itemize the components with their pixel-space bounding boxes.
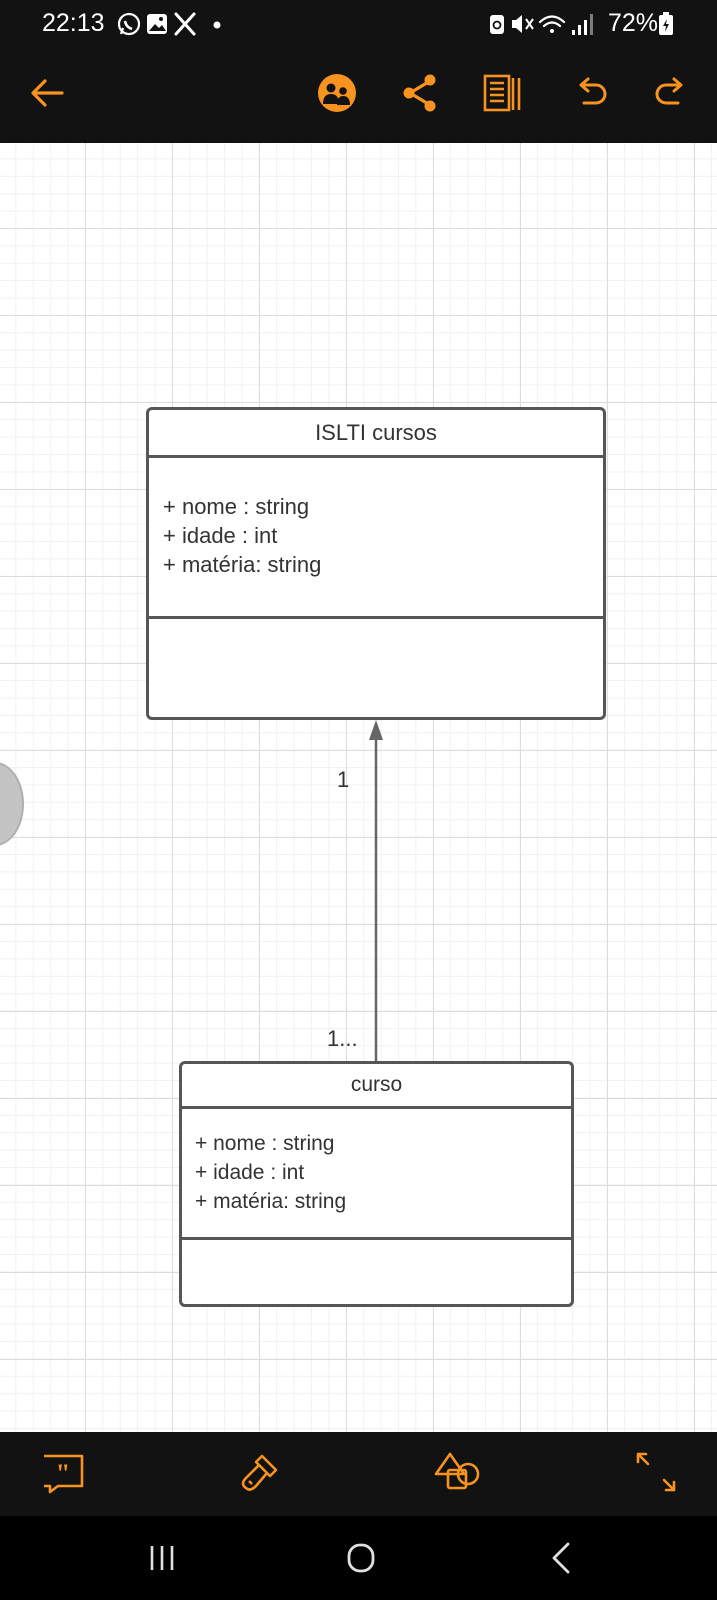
class-attributes: + nome : string + idade : int + matéria:…	[195, 1129, 346, 1216]
page-settings-icon[interactable]	[480, 68, 530, 118]
recent-apps-icon[interactable]	[140, 1536, 184, 1580]
shapes-icon[interactable]	[434, 1448, 482, 1496]
status-time: 22:13	[42, 9, 105, 37]
attribute-item: + matéria: string	[163, 552, 322, 577]
svg-text:": "	[56, 1459, 70, 1488]
x-icon	[174, 12, 196, 36]
battery-icon	[659, 12, 673, 35]
undo-icon[interactable]	[566, 68, 616, 118]
system-nav-bar	[0, 1516, 717, 1600]
back-arrow-icon[interactable]	[22, 68, 72, 118]
expand-icon[interactable]	[632, 1448, 680, 1496]
attribute-item: + matéria: string	[195, 1190, 347, 1213]
class-divider	[182, 1106, 571, 1109]
class-divider	[182, 1237, 571, 1240]
mute-icon	[512, 15, 534, 33]
bottom-toolbar	[0, 1432, 717, 1516]
class-box-curso[interactable]: curso + nome : string + idade : int + ma…	[179, 1061, 574, 1307]
data-saver-icon	[490, 15, 504, 34]
attribute-item: + idade : int	[195, 1161, 305, 1184]
multiplicity-top: 1	[337, 767, 350, 792]
redo-icon[interactable]	[646, 68, 696, 118]
battery-percent: 72%	[608, 9, 659, 37]
share-icon[interactable]	[396, 68, 446, 118]
app-toolbar: 22:13	[0, 0, 717, 143]
format-brush-icon[interactable]	[236, 1448, 284, 1496]
attribute-item: + nome : string	[163, 494, 310, 519]
class-attributes: + nome : string + idade : int + matéria:…	[163, 492, 321, 579]
wifi-icon	[538, 15, 566, 33]
quote-icon[interactable]: "	[40, 1448, 88, 1496]
whatsapp-icon	[117, 12, 141, 36]
class-divider	[149, 616, 603, 619]
class-title: curso	[350, 1073, 403, 1096]
dot-icon	[213, 21, 221, 29]
signal-icon	[572, 14, 593, 35]
class-divider	[149, 455, 603, 458]
collaborators-icon[interactable]	[312, 68, 362, 118]
diagram-canvas[interactable]	[0, 143, 717, 1432]
attribute-item: + nome : string	[195, 1132, 335, 1155]
status-system-icons	[488, 10, 608, 38]
class-box-islti-cursos[interactable]: ISLTI cursos + nome : string + idade : i…	[146, 407, 606, 720]
status-notification-icons	[116, 10, 228, 38]
attribute-item: + idade : int	[163, 523, 278, 548]
class-title: ISLTI cursos	[315, 420, 437, 445]
gallery-icon	[147, 14, 167, 34]
multiplicity-bottom: 1...	[327, 1026, 358, 1051]
back-icon[interactable]	[540, 1536, 584, 1580]
home-icon[interactable]	[339, 1536, 383, 1580]
